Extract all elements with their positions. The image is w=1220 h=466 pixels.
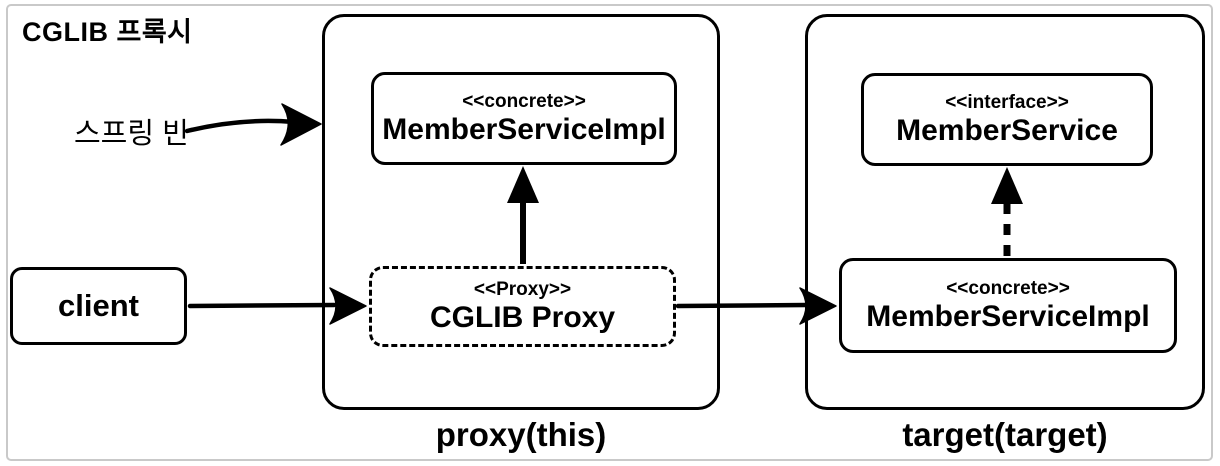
class-name-label: MemberService	[896, 114, 1118, 147]
outer-frame	[6, 4, 1213, 461]
proxy-container-label: proxy(this)	[435, 416, 607, 453]
cglib-proxy-box: <<Proxy>> CGLIB Proxy	[369, 266, 676, 347]
target-memberserviceimpl-box: <<concrete>> MemberServiceImpl	[839, 258, 1177, 353]
diagram-title: CGLIB 프록시	[22, 17, 193, 47]
class-name-label: CGLIB Proxy	[429, 301, 616, 334]
class-name-label: MemberServiceImpl	[382, 113, 666, 146]
client-box: client	[10, 267, 187, 345]
stereotype-label: <<concrete>>	[462, 91, 586, 112]
stereotype-label: <<Proxy>>	[473, 279, 572, 300]
stereotype-label: <<concrete>>	[946, 278, 1070, 299]
target-memberservice-box: <<interface>> MemberService	[861, 73, 1153, 166]
target-container-label: target(target)	[902, 416, 1108, 453]
spring-bean-label: 스프링 빈	[74, 118, 189, 150]
client-label: client	[58, 288, 139, 323]
stereotype-label: <<interface>>	[945, 92, 1069, 113]
class-name-label: MemberServiceImpl	[866, 300, 1150, 333]
proxy-memberserviceimpl-box: <<concrete>> MemberServiceImpl	[371, 72, 677, 165]
